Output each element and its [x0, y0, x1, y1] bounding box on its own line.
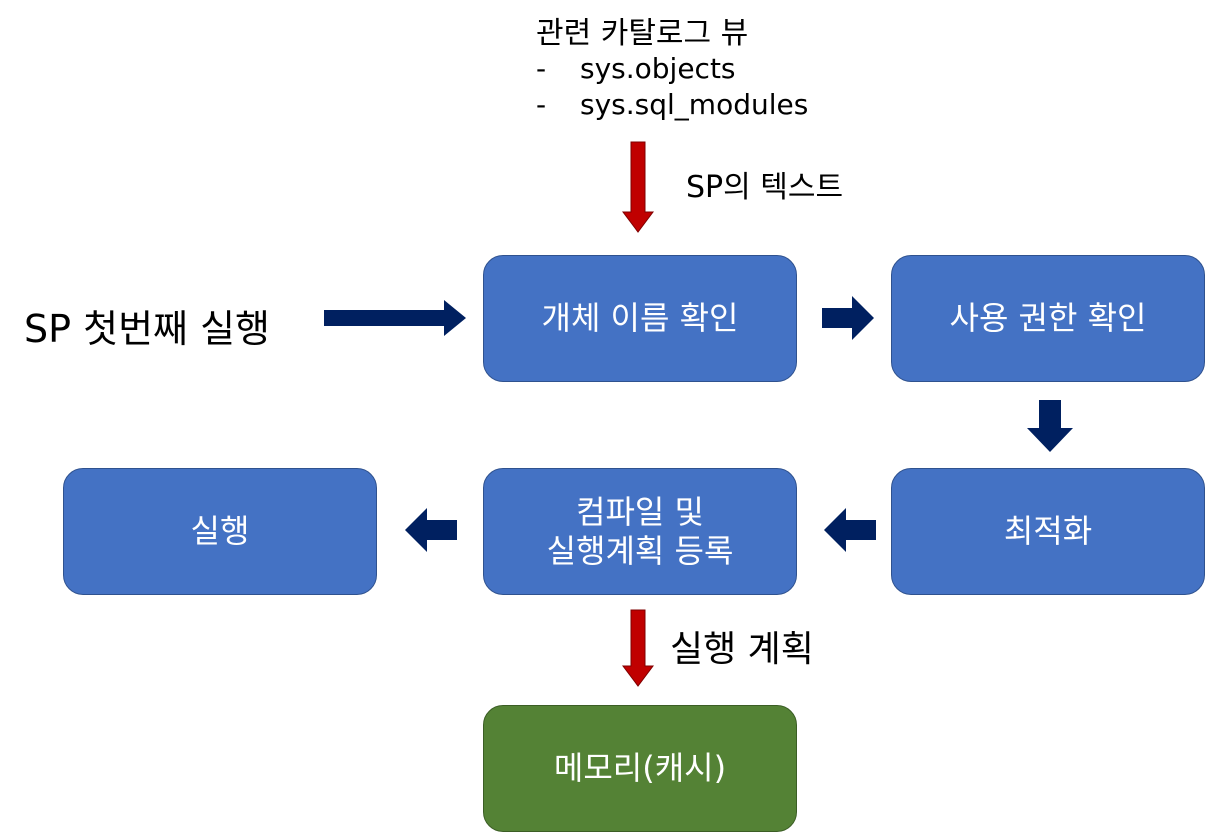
execute-label: 실행 [190, 512, 250, 551]
red-down-arrow-exec-plan [622, 609, 654, 687]
first-run-label: SP 첫번째 실행 [24, 307, 270, 351]
exec-plan-label: 실행 계획 [670, 629, 814, 670]
check-permission-box: 사용 권한 확인 [891, 255, 1205, 382]
down-arrow-to-optimize [1027, 400, 1073, 452]
right-arrow-to-permission [822, 296, 874, 340]
compile-label-line2: 실행계획 등록 [546, 531, 734, 570]
left-arrow-to-execute [405, 508, 457, 552]
execute-box: 실행 [63, 468, 377, 595]
optimize-box: 최적화 [891, 468, 1205, 595]
memory-cache-label: 메모리(캐시) [553, 749, 727, 788]
optimize-label: 최적화 [1003, 512, 1093, 551]
catalog-item-sql-modules: -sys.sql_modules [536, 88, 808, 121]
compile-label-line1: 컴파일 및 [576, 493, 704, 532]
sp-text-label: SP의 텍스트 [686, 170, 844, 205]
bullet-dash: - [536, 52, 547, 85]
right-arrow-first-run [324, 300, 466, 336]
check-permission-label: 사용 권한 확인 [949, 299, 1147, 338]
compile-register-box: 컴파일 및 실행계획 등록 [483, 468, 797, 595]
bullet-dash: - [536, 88, 547, 121]
left-arrow-to-compile [824, 508, 876, 552]
check-object-name-label: 개체 이름 확인 [541, 299, 739, 338]
catalog-title: 관련 카탈로그 뷰 [536, 16, 749, 51]
red-down-arrow-sp-text [622, 141, 654, 233]
catalog-item-label: sys.objects [580, 52, 736, 85]
memory-cache-box: 메모리(캐시) [483, 705, 797, 832]
check-object-name-box: 개체 이름 확인 [483, 255, 797, 382]
catalog-item-label: sys.sql_modules [580, 88, 809, 121]
catalog-item-objects: -sys.objects [536, 52, 736, 85]
